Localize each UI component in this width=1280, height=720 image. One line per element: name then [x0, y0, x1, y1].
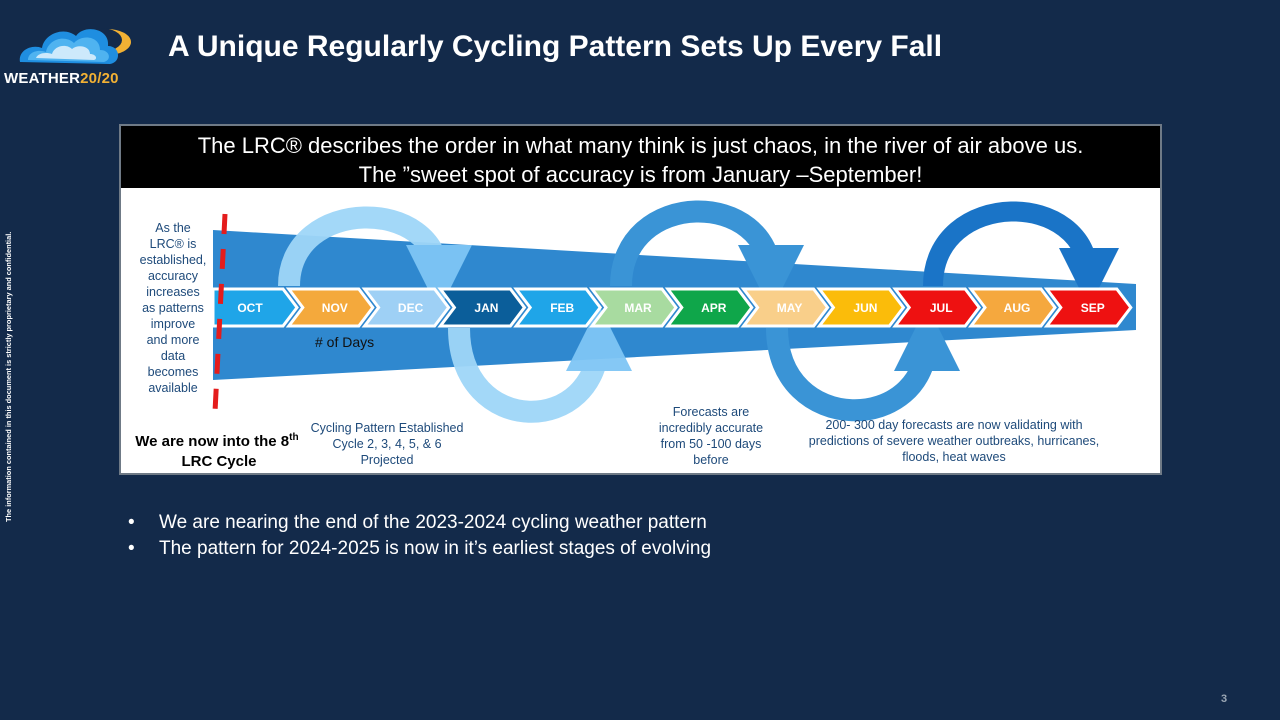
month-label-jul: JUL: [930, 301, 953, 315]
lrc-panel: The LRC® describes the order in what man…: [119, 124, 1162, 475]
forecastNote-line: incredibly accurate: [659, 421, 763, 435]
leftNote-line: LRC® is: [150, 237, 197, 251]
panel-header: The LRC® describes the order in what man…: [121, 126, 1160, 188]
longRangeNote-line: predictions of severe weather outbreaks,…: [809, 434, 1099, 448]
cycle-arrow-2-top: [610, 200, 804, 311]
month-chevron-mar: [588, 287, 678, 328]
confidentiality-text: The information contained in this docume…: [4, 231, 13, 522]
month-label-may: MAY: [777, 301, 803, 315]
bullet-item-1: We are nearing the end of the 2023-2024 …: [128, 510, 711, 536]
leftNote-line: becomes: [148, 365, 199, 379]
page-number: 3: [1221, 693, 1228, 705]
month-label-oct: OCT: [237, 301, 263, 315]
month-chevron-feb: [513, 287, 603, 328]
month-label-nov: NOV: [322, 301, 348, 315]
lrc-cycle-diagram: OCT NOV DEC JAN FEB MAR APR MAY JUN JUL AUG SEP As …: [135, 200, 1136, 470]
month-chevron-sep: [1043, 287, 1133, 328]
longRangeNote-line: floods, heat waves: [902, 450, 1006, 464]
month-chevron-aug: [967, 287, 1057, 328]
cloud-sun-icon: [19, 28, 131, 64]
month-chevrons: OCT NOV DEC JAN FEB MAR APR MAY JUN JUL AUG SEP: [211, 287, 1133, 328]
cycle-arrow-3-top: [923, 201, 1119, 308]
forecastNote-line: Forecasts are: [673, 405, 749, 419]
month-chevron-apr: [664, 287, 754, 328]
leftNote-line: available: [148, 381, 197, 395]
month-label-jan: JAN: [474, 301, 498, 315]
current-cycle-note: We are now into the 8th LRC Cycle: [135, 427, 303, 470]
forecast-accuracy-note: Forecasts are incredibly accurate from 50 …: [659, 405, 763, 467]
header-line-1: The LRC® describes the order in what man…: [197, 133, 1084, 158]
leftNote-line: and more: [147, 333, 200, 347]
leftNote-line: improve: [151, 317, 196, 331]
cycle-arrow-1-top: [278, 206, 472, 311]
logo-wordmark: WEATHER20/20: [4, 70, 119, 87]
month-label-jun: JUN: [853, 301, 877, 315]
month-chevron-may: [740, 287, 830, 328]
month-label-dec: DEC: [398, 301, 424, 315]
leftNote-line: increases: [146, 285, 200, 299]
leftNote-line: data: [161, 349, 185, 363]
month-chevron-dec: [361, 287, 451, 328]
confidentiality-note: The information contained in this docume…: [4, 210, 18, 528]
month-label-sep: SEP: [1081, 301, 1105, 315]
cycle-arrow-2-bottom: [766, 305, 960, 422]
cycle-arrow-1-bottom: [448, 305, 632, 423]
current-cycle-line-1: We are now into the 8: [135, 433, 289, 450]
leftNote-line: accuracy: [148, 269, 199, 283]
month-chevron-jul: [892, 287, 982, 328]
leftNote-line: as patterns: [142, 301, 204, 315]
month-label-feb: FEB: [550, 301, 574, 315]
current-cycle-superscript: th: [289, 432, 298, 443]
days-label: # of Days: [315, 334, 374, 350]
bullet-item-2: The pattern for 2024-2025 is now in it’s…: [128, 536, 711, 562]
long-range-forecast-note: 200- 300 day forecasts are now validatin…: [809, 418, 1099, 464]
month-label-apr: APR: [701, 301, 727, 315]
current-cycle-line-2: LRC Cycle: [181, 453, 256, 470]
month-chevron-oct: [211, 287, 299, 328]
month-label-aug: AUG: [1004, 301, 1031, 315]
cyclingNote-line: Cycle 2, 3, 4, 5, & 6: [332, 437, 441, 451]
cyclingNote-line: Projected: [361, 453, 414, 467]
forecastNote-line: from 50 -100 days: [661, 437, 762, 451]
month-label-mar: MAR: [624, 301, 652, 315]
cyclingNote-line: Cycling Pattern Established: [311, 421, 464, 435]
header-line-2: The ”sweet spot of accuracy is from Janu…: [358, 162, 923, 187]
month-chevron-nov: [285, 287, 375, 328]
month-chevron-jan: [437, 287, 527, 328]
weather2020-logo: WEATHER20/20: [4, 16, 144, 92]
slide-title: A Unique Regularly Cycling Pattern Sets …: [168, 30, 943, 63]
month-chevron-jun: [816, 287, 906, 328]
leftNote-line: established,: [140, 253, 207, 267]
leftNote-line: As the: [155, 221, 190, 235]
forecastNote-line: before: [693, 453, 728, 467]
longRangeNote-line: 200- 300 day forecasts are now validatin…: [825, 418, 1082, 432]
bullet-list: We are nearing the end of the 2023-2024 …: [128, 510, 711, 562]
